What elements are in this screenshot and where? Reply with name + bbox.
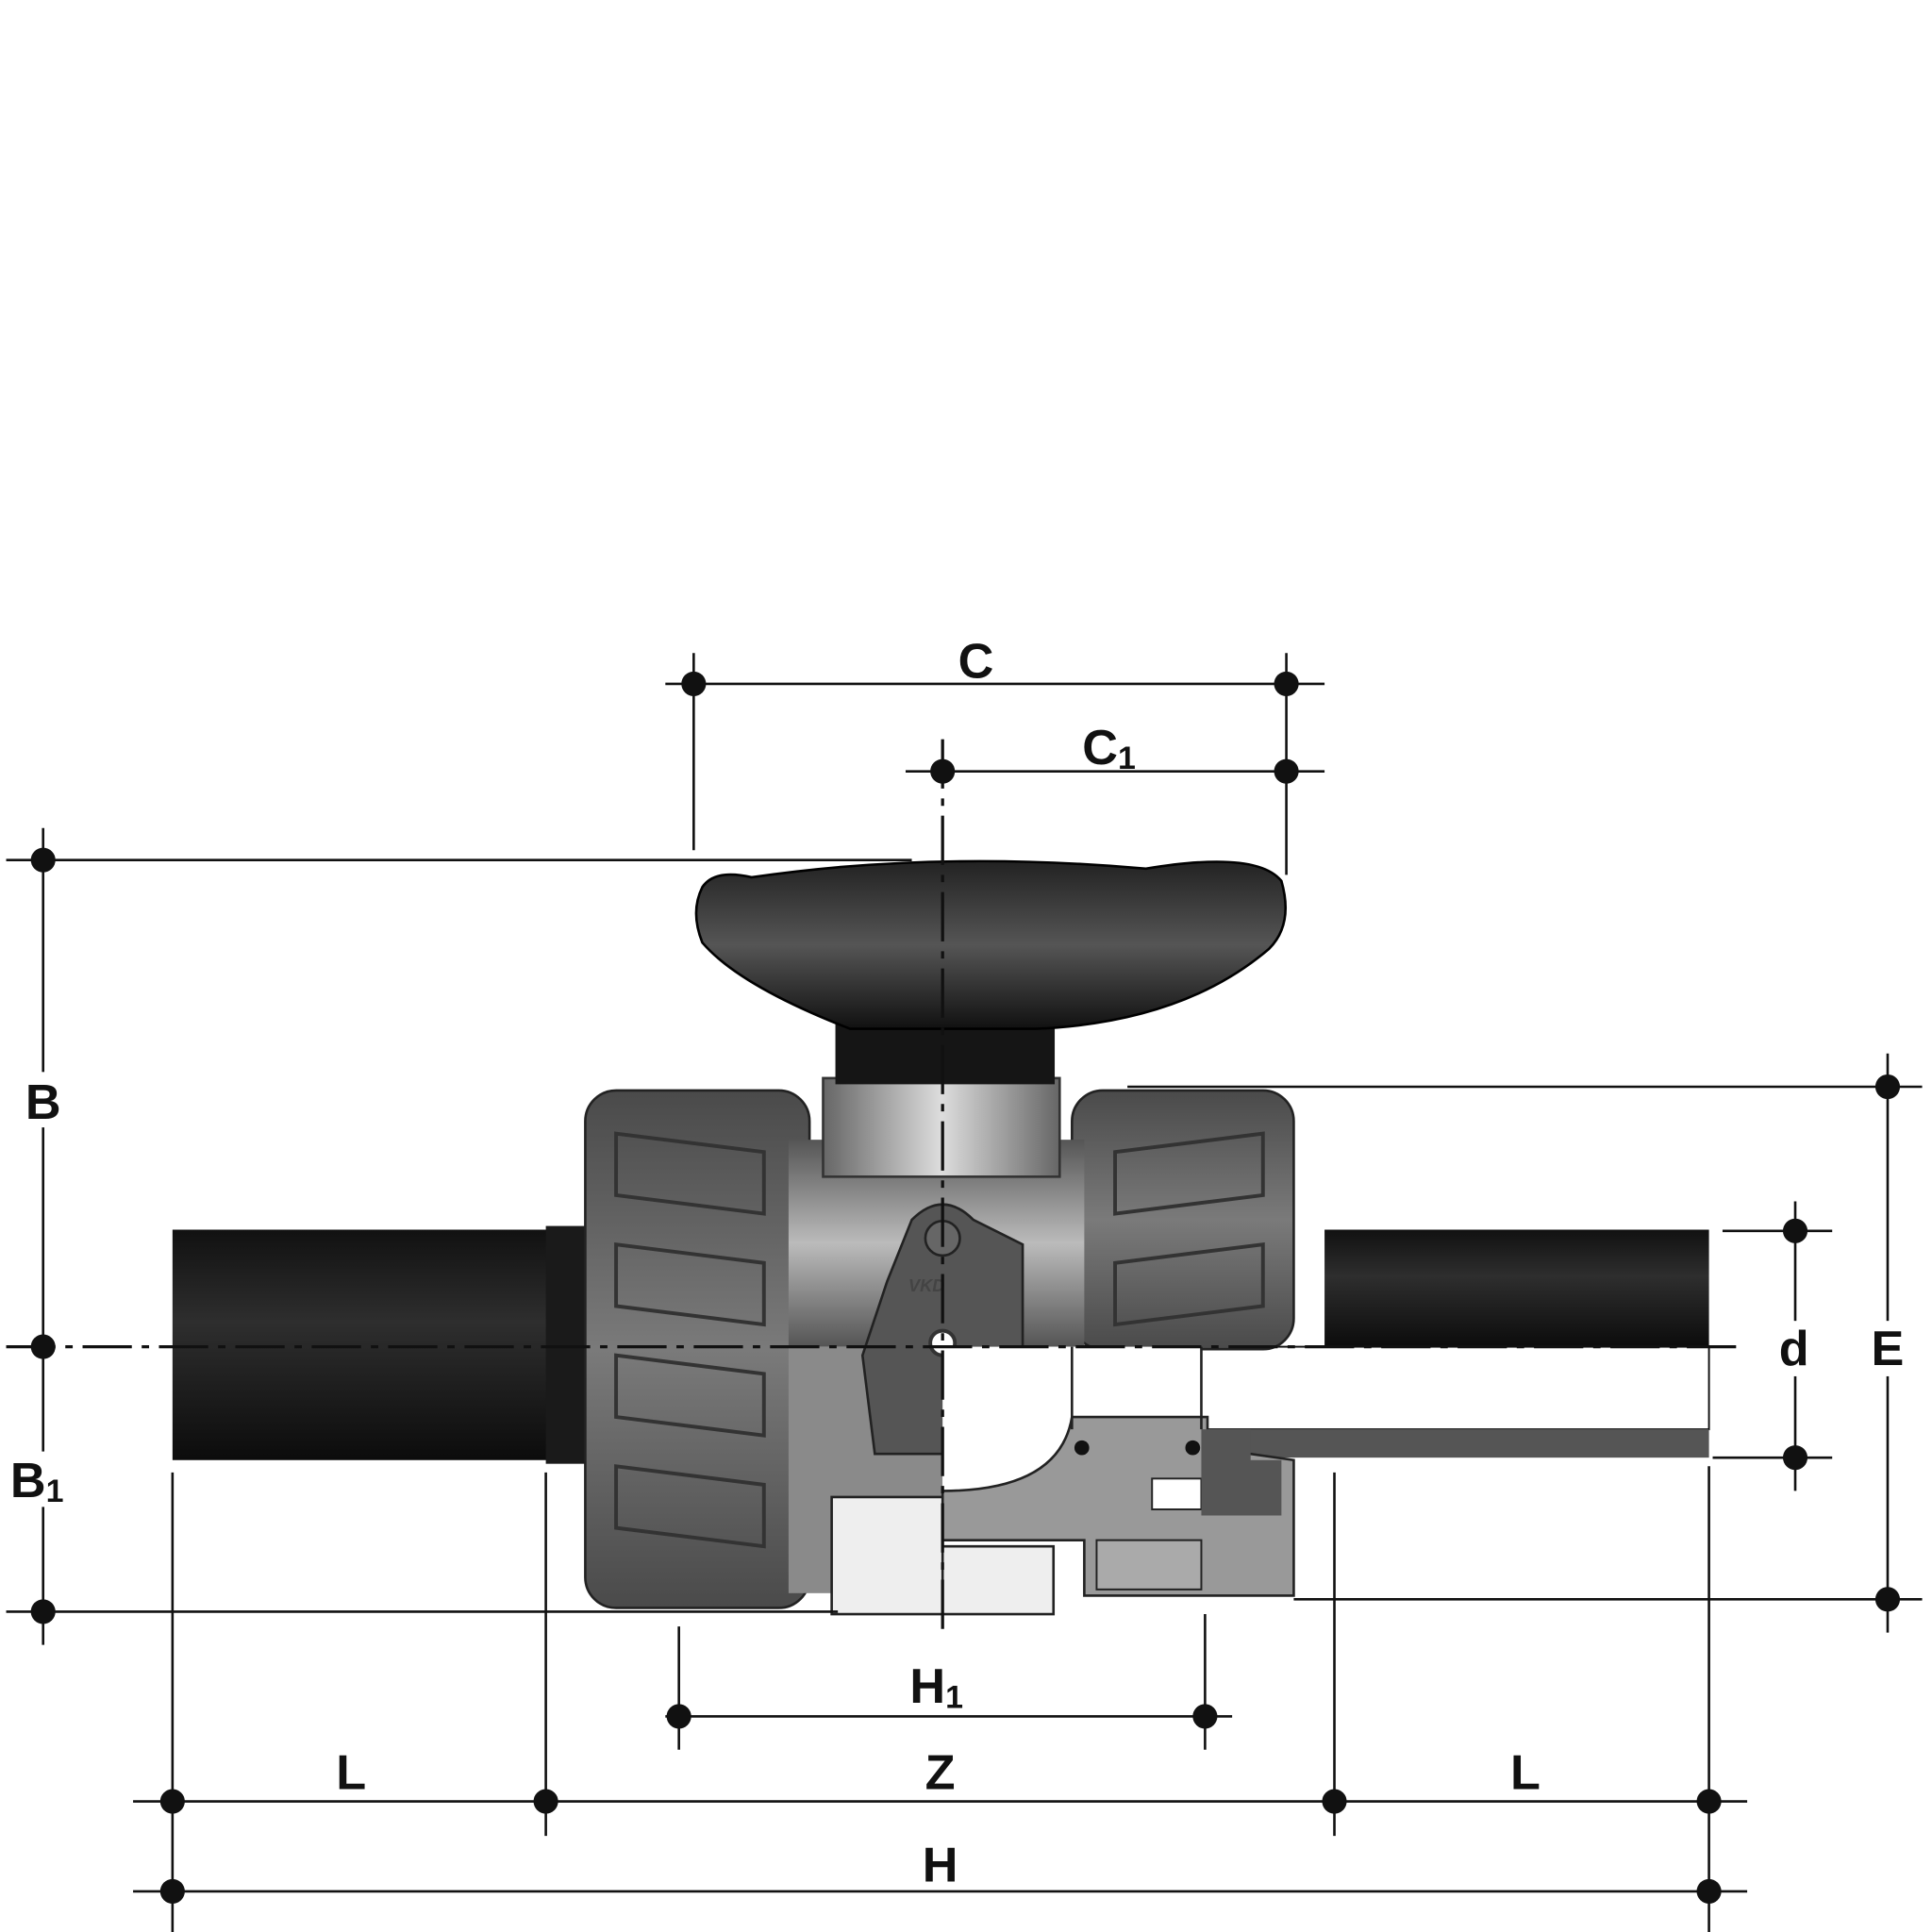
label-C: C [958,634,994,689]
left-nut-ribs [614,1131,766,1549]
right-union-nut [1071,1089,1295,1351]
right-pipe [1324,1229,1709,1347]
label-L-left: L [336,1745,366,1800]
label-d: d [1779,1322,1809,1376]
dimension-d: d [1712,1201,1833,1491]
logo-text: VKD [908,1275,945,1295]
label-Z: Z [925,1745,956,1800]
handle [694,859,1288,1030]
label-H: H [923,1838,958,1892]
dimension-C1: C1 [905,721,1325,784]
dimension-B: B B1 [6,827,912,1645]
dimension-C: C [665,634,1325,875]
label-L-right: L [1510,1745,1541,1800]
right-nut-ribs [1113,1131,1265,1327]
left-pipe [172,1229,555,1460]
label-B: B [25,1075,61,1130]
left-union-nut [584,1089,811,1609]
dimension-H: H [133,1838,1748,1904]
right-pipe-bore-section [1200,1345,1710,1431]
label-E: E [1872,1322,1905,1376]
label-C1: C1 [1082,721,1136,776]
section-cut [830,1346,1295,1616]
label-H1: H1 [909,1659,963,1715]
dimension-E: E [1127,1053,1923,1633]
label-B1: B1 [10,1454,64,1509]
right-pipe-wall-section [1201,1429,1709,1458]
dimension-H1: H1 [665,1614,1233,1750]
dimension-L-Z-L: L Z L [133,1466,1748,1932]
